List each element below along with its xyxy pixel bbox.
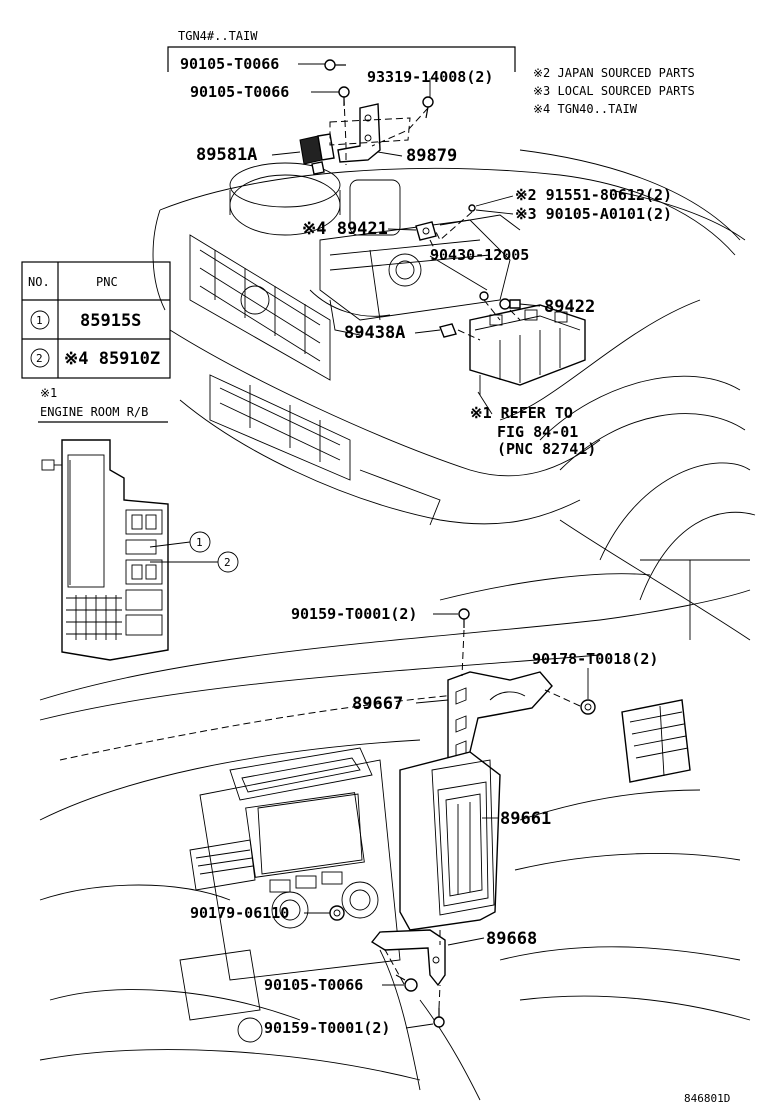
- label-refer-pnc: (PNC 82741): [497, 440, 596, 458]
- figure-code: 846801D: [684, 1092, 730, 1105]
- pnc-row-2-pnc: ※4 85910Z: [64, 349, 160, 369]
- label-89438a: 89438A: [344, 323, 405, 343]
- bolt-93319-14008[interactable]: [422, 96, 434, 119]
- pnc-row-2-no: 2: [36, 352, 43, 365]
- note-local-sourced: ※3 LOCAL SOURCED PARTS: [533, 84, 695, 98]
- nut-90178-t0018[interactable]: [580, 699, 596, 715]
- assembly-lines-lower: [383, 629, 581, 1009]
- part-89422-sensor[interactable]: [499, 298, 521, 310]
- note-tgn40: ※4 TGN40..TAIW: [533, 102, 638, 116]
- label-90159-t0001-a: 90159-T0001(2): [291, 605, 417, 623]
- bolt-90105-t0066-c[interactable]: [395, 974, 418, 992]
- label-89668: 89668: [486, 929, 537, 949]
- labels-lower: 90159-T0001(2) 90178-T0018(2) 89667 8966…: [190, 605, 658, 1037]
- label-90159-t0001-b: 90159-T0001(2): [264, 1019, 390, 1037]
- label-90105-t0066-b: 90105-T0066: [190, 83, 289, 101]
- pnc-row-1-no: 1: [36, 314, 43, 327]
- label-90105-a0101: ※3 90105-A0101(2): [515, 205, 672, 223]
- pnc-table: NO. PNC 1 85915S 2 ※4 85910Z: [21, 261, 171, 379]
- bolt-90105-t0066-a[interactable]: [324, 59, 346, 71]
- part-89879-bracket[interactable]: [337, 103, 381, 163]
- label-89581a: 89581A: [196, 145, 257, 165]
- label-90105-t0066-a: 90105-T0066: [180, 55, 279, 73]
- dashboard-drawing: [39, 519, 751, 1101]
- label-90179-06110: 90179-06110: [190, 904, 289, 922]
- label-89421: ※4 89421: [302, 219, 388, 239]
- inset-engine-room-rb: ※1 ENGINE ROOM R/B 1 2: [38, 386, 239, 661]
- bolt-90159-t0001-b[interactable]: [433, 1008, 445, 1028]
- leader-lines-lower: [304, 613, 589, 1029]
- label-refer-fig: FIG 84-01: [497, 423, 578, 441]
- label-90105-t0066-c: 90105-T0066: [264, 976, 363, 994]
- label-90430-12005: 90430-12005: [430, 246, 529, 264]
- label-89667: 89667: [352, 694, 403, 714]
- bolt-90430-12005[interactable]: [479, 291, 489, 301]
- pnc-header-pnc: PNC: [96, 275, 118, 289]
- part-89421-sensor[interactable]: [415, 221, 437, 241]
- part-89661-ecu[interactable]: [399, 751, 501, 931]
- assembly-lines-upper: [329, 97, 521, 341]
- notes-legend: ※2 JAPAN SOURCED PARTS ※3 LOCAL SOURCED …: [533, 66, 695, 116]
- part-89581a-sensor[interactable]: [299, 133, 335, 175]
- leader-lines-upper: [271, 63, 541, 415]
- clip-90179-06110[interactable]: [329, 905, 345, 921]
- label-90178-t0018: 90178-T0018(2): [532, 650, 658, 668]
- top-group-label: TGN4#..TAIW: [178, 29, 258, 43]
- inset-callout-2: 2: [224, 556, 231, 569]
- label-89422: 89422: [544, 297, 595, 317]
- label-93319-14008: 93319-14008(2): [367, 68, 493, 86]
- bolt-90159-t0001-a[interactable]: [458, 608, 470, 628]
- pnc-header-no: NO.: [28, 275, 50, 289]
- pnc-row-1-pnc: 85915S: [80, 311, 141, 331]
- label-91551-80612: ※2 91551-80612(2): [515, 186, 672, 204]
- part-89668-bracket[interactable]: [370, 929, 446, 987]
- note-japan-sourced: ※2 JAPAN SOURCED PARTS: [533, 66, 695, 80]
- inset-title: ENGINE ROOM R/B: [40, 405, 148, 419]
- label-refer-to: ※1 REFER TO: [470, 404, 573, 422]
- inset-mark: ※1: [40, 386, 57, 400]
- part-89438a-sensor[interactable]: [439, 323, 457, 338]
- inset-callout-1: 1: [196, 536, 203, 549]
- label-89879: 89879: [406, 146, 457, 166]
- labels-upper: 90105-T0066 90105-T0066 93319-14008(2) 8…: [180, 55, 672, 458]
- label-89661: 89661: [500, 809, 551, 829]
- bolt-91551-80612[interactable]: [468, 204, 476, 212]
- front-car-body-drawing: [152, 149, 756, 601]
- top-group-bracket: TGN4#..TAIW: [167, 29, 516, 72]
